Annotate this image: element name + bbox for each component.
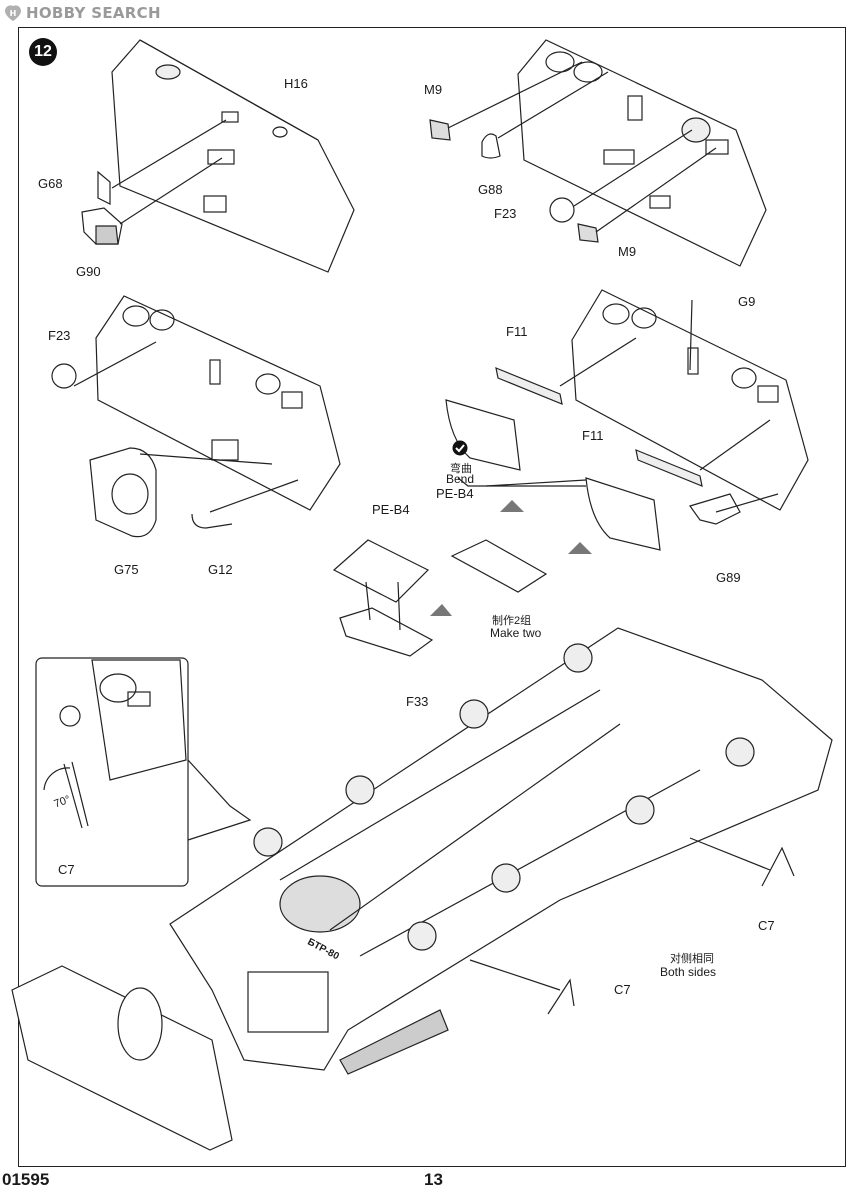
chassis-hull <box>169 627 833 1071</box>
label-m9-a: M9 <box>424 82 443 97</box>
label-g9: G9 <box>738 294 756 309</box>
part-pe-b4-b <box>585 477 661 551</box>
part-pe-b4-plate <box>332 539 430 603</box>
label-h16: H16 <box>284 76 308 91</box>
label-pe-b4-b: PE-B4 <box>372 502 410 517</box>
label-f11-a: F11 <box>506 324 528 339</box>
hull-plate-h16 <box>111 39 355 273</box>
label-c7-inset: C7 <box>58 862 75 877</box>
part-g89 <box>689 493 741 525</box>
hobbysearch-logo-icon: H <box>5 5 21 21</box>
svg-text:H: H <box>10 9 17 18</box>
label-g90: G90 <box>76 264 101 279</box>
footer-product-code: 01595 <box>2 1170 50 1189</box>
part-g68 <box>97 170 111 205</box>
label-f11-b: F11 <box>582 428 604 443</box>
hull-plate-top-right <box>517 39 767 267</box>
note-bend-en: Bend <box>446 472 475 486</box>
note-make-two-en: Make two <box>490 626 542 640</box>
label-f23-b: F23 <box>48 328 71 343</box>
label-c7-a: C7 <box>758 918 775 933</box>
watermark-text: HOBBY SEARCH <box>26 4 161 22</box>
part-f11-a <box>495 367 563 405</box>
part-m9-a <box>429 119 451 141</box>
part-cover-make-two <box>450 539 548 593</box>
hull-plate-middle-right <box>571 289 809 511</box>
label-g89: G89 <box>716 570 741 585</box>
part-g88 <box>481 133 501 159</box>
watermark: H HOBBY SEARCH <box>4 3 161 23</box>
part-f23-b <box>51 363 77 389</box>
label-m9-b: M9 <box>618 244 637 259</box>
part-g12 <box>191 513 233 529</box>
bend-check-icon <box>452 440 468 456</box>
label-g68: G68 <box>38 176 63 191</box>
part-f33 <box>339 607 434 657</box>
note-both-sides-cn: 对侧相同 <box>670 953 714 965</box>
step-number-badge: 12 <box>29 38 57 66</box>
note-make-two-cn: 制作2组 <box>492 615 532 627</box>
hull-plate-middle-left <box>95 295 341 511</box>
instruction-sheet-border <box>18 27 846 1167</box>
label-g75: G75 <box>114 562 139 577</box>
label-pe-b4-a: PE-B4 <box>436 486 474 501</box>
part-m9-b <box>577 223 599 243</box>
part-c7-b <box>761 846 795 887</box>
label-g12: G12 <box>208 562 233 577</box>
note-both-sides-en: Both sides <box>660 965 717 979</box>
part-c7-a <box>547 978 575 1015</box>
note-bend-cn: 弯曲 <box>450 463 472 475</box>
label-g88: G88 <box>478 182 503 197</box>
label-f33: F33 <box>406 694 429 709</box>
label-c7-b: C7 <box>614 982 631 997</box>
part-f23-a <box>549 197 575 223</box>
part-f11-b <box>635 449 703 487</box>
label-f23-a: F23 <box>494 206 517 221</box>
footer-page-number: 13 <box>424 1170 443 1189</box>
